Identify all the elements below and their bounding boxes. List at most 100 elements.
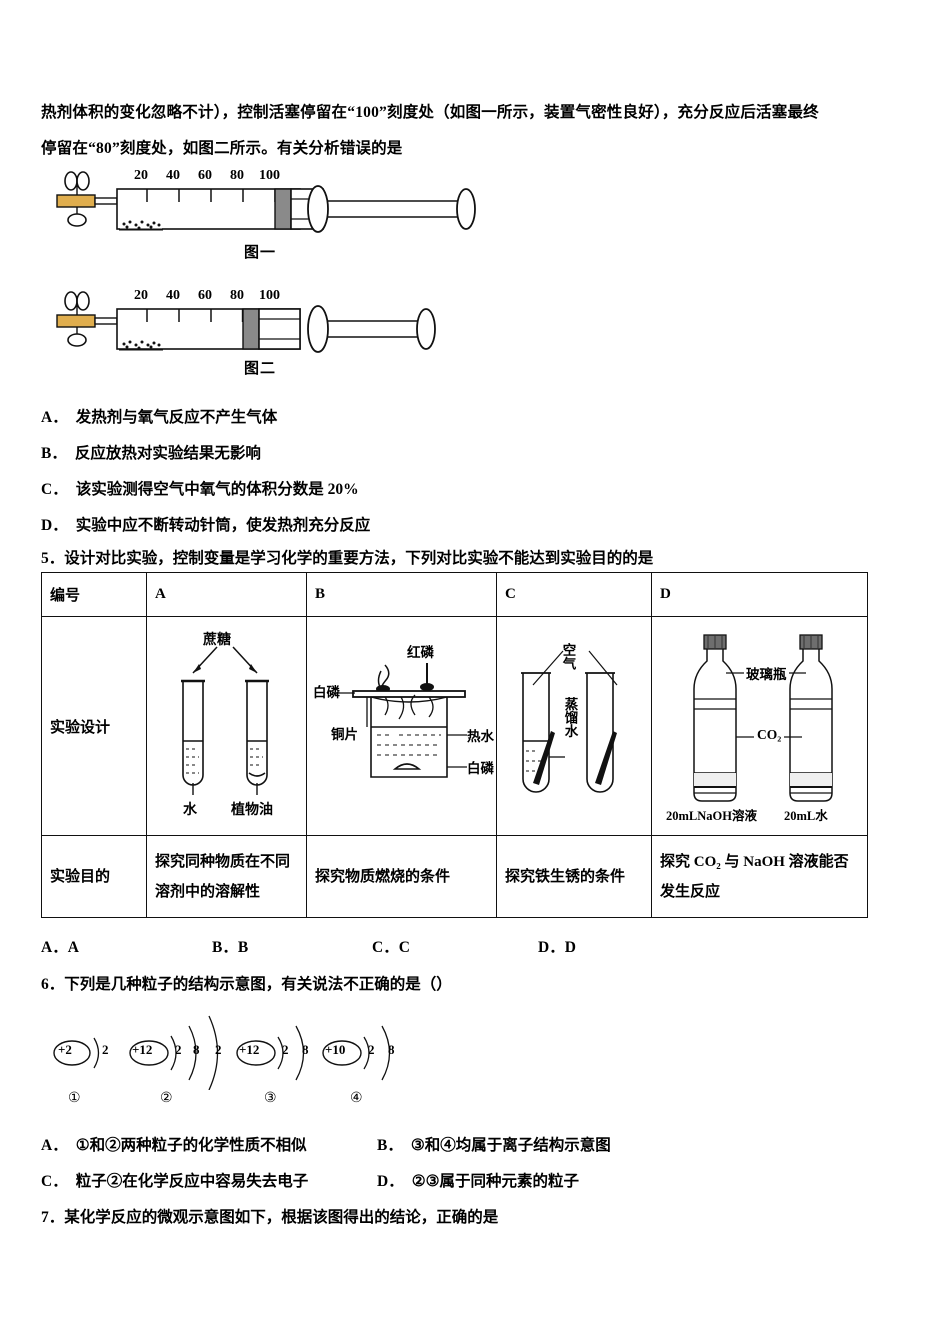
bottle-naoh bbox=[693, 634, 737, 802]
table-header-cell-d: D bbox=[651, 572, 868, 617]
particle-2-shell-3: 2 bbox=[215, 1042, 222, 1057]
label-copper-sheet: 铜片 bbox=[331, 727, 358, 742]
particle-diagram-3: +12 2 8 bbox=[232, 1016, 328, 1086]
clamp-icon bbox=[56, 171, 96, 227]
purpose-cell-d: 探究 CO₂ 与 NaOH 溶液能否发生反应 bbox=[651, 835, 868, 918]
q5-option-a-label: A． bbox=[41, 939, 68, 956]
q5-option-d: D．D bbox=[538, 935, 576, 957]
test-tube-dry bbox=[585, 672, 617, 793]
label-vegetable-oil: 植物油 bbox=[231, 803, 273, 818]
fig1-tick-20: 20 bbox=[134, 168, 148, 183]
purpose-row-label: 实验目的 bbox=[41, 835, 147, 918]
particle-3-index: ③ bbox=[264, 1091, 277, 1106]
q6-option-a-label: A． bbox=[41, 1137, 68, 1154]
q4-option-d-label: D． bbox=[41, 517, 68, 534]
lead-paragraph-line2: 停留在“80”刻度处，如图二所示。有关分析错误的是 bbox=[41, 140, 403, 157]
q6-option-b-label: B． bbox=[377, 1137, 403, 1154]
particle-4-index: ④ bbox=[350, 1091, 363, 1106]
design-cell-b: 红磷 白磷 铜片 热水 白磷 bbox=[306, 616, 497, 836]
q6-option-c-label: C． bbox=[41, 1173, 68, 1190]
clamp-icon bbox=[56, 291, 96, 347]
table-purpose-row: 实验目的 探究同种物质在不同溶剂中的溶解性 探究物质燃烧的条件 探究铁生锈的条件… bbox=[41, 835, 868, 918]
particle-2-shell-2: 8 bbox=[193, 1042, 200, 1057]
particle-1-nucleus: +2 bbox=[58, 1042, 72, 1057]
label-white-phosphorus-top: 白磷 bbox=[313, 685, 340, 700]
q5-option-b-text: B bbox=[237, 939, 249, 956]
q5-option-b-label: B． bbox=[212, 939, 238, 956]
table-header-cell-b: B bbox=[306, 572, 497, 617]
particle-4-shell-1: 2 bbox=[368, 1042, 375, 1057]
q6-option-c: C． 粒子②在化学反应中容易失去电子 bbox=[41, 1169, 308, 1191]
q6-option-b: B． ③和④均属于离子结构示意图 bbox=[377, 1133, 611, 1155]
lead-paragraph-line1: 热剂体积的变化忽略不计），控制活塞停留在“100”刻度处（如图一所示，装置气密性… bbox=[41, 104, 819, 121]
design-cell-d: 玻璃瓶 CO₂ 20mLNaOH溶液 20mL水 bbox=[651, 616, 868, 836]
label-air: 空气 bbox=[560, 643, 576, 670]
fig1-tick-100: 100 bbox=[259, 168, 280, 183]
comparison-experiment-table: 编号 A B C D 实验设计 bbox=[41, 572, 868, 918]
q4-option-c-label: C． bbox=[41, 481, 68, 498]
particle-diagram-1: +2 2 bbox=[48, 1022, 128, 1084]
q5-option-d-label: D． bbox=[538, 939, 565, 956]
table-header-cell-c: C bbox=[496, 572, 652, 617]
q6-stem: 6．下列是几种粒子的结构示意图，有关说法不正确的是（） bbox=[41, 976, 452, 993]
q4-option-c-text: 该实验测得空气中氧气的体积分数是 20% bbox=[75, 481, 359, 498]
particle-diagram-4: +10 2 8 bbox=[318, 1016, 414, 1086]
fig1-tick-40: 40 bbox=[166, 168, 180, 183]
label-20ml-water: 20mL水 bbox=[784, 809, 828, 823]
q5-option-c-text: C bbox=[398, 939, 410, 956]
q5-option-c-label: C． bbox=[372, 939, 399, 956]
table-header-row: 编号 A B C D bbox=[41, 572, 868, 617]
label-water: 水 bbox=[183, 803, 197, 818]
label-white-phosphorus-bottom: 白磷 bbox=[467, 761, 494, 776]
q4-option-b-text: 反应放热对实验结果无影响 bbox=[74, 445, 261, 462]
figure-one-caption: 图一 bbox=[244, 245, 277, 261]
q4-option-b: B． 反应放热对实验结果无影响 bbox=[41, 441, 261, 463]
q6-option-a-text: ①和②两种粒子的化学性质不相似 bbox=[75, 1137, 307, 1154]
fig2-tick-60: 60 bbox=[198, 288, 212, 303]
label-co2: CO₂ bbox=[754, 727, 785, 743]
fig2-tick-40: 40 bbox=[166, 288, 180, 303]
q6-option-b-text: ③和④均属于离子结构示意图 bbox=[410, 1137, 611, 1154]
test-tube-with-water bbox=[521, 672, 555, 793]
fig2-tick-80: 80 bbox=[230, 288, 244, 303]
table-design-row: 实验设计 bbox=[41, 616, 868, 836]
particle-2-nucleus: +12 bbox=[132, 1042, 153, 1057]
particle-1-index: ① bbox=[68, 1091, 81, 1106]
figure-two-scale-labels: 20 40 60 80 100 bbox=[52, 288, 502, 310]
figure-one-scale-labels: 20 40 60 80 100 bbox=[52, 168, 502, 190]
figure-two-syringe bbox=[52, 288, 502, 360]
label-distilled-water: 蒸馏水 bbox=[562, 697, 578, 738]
particle-2-shell-1: 2 bbox=[175, 1042, 182, 1057]
test-tube-water bbox=[181, 679, 205, 795]
table-header-cell-a: A bbox=[146, 572, 307, 617]
q4-option-c: C． 该实验测得空气中氧气的体积分数是 20% bbox=[41, 477, 359, 499]
test-tube-vegetable-oil bbox=[245, 679, 269, 795]
particle-4-shell-2: 8 bbox=[388, 1042, 395, 1057]
heating-agent-powder bbox=[119, 220, 163, 231]
fig1-tick-60: 60 bbox=[198, 168, 212, 183]
design-row-label: 实验设计 bbox=[41, 616, 147, 836]
heating-agent-powder bbox=[119, 340, 163, 351]
q6-option-d: D．②③属于同种元素的粒子 bbox=[377, 1169, 579, 1191]
purpose-cell-a: 探究同种物质在不同溶剂中的溶解性 bbox=[146, 835, 307, 918]
q6-option-c-text: 粒子②在化学反应中容易失去电子 bbox=[75, 1173, 309, 1190]
q5-option-a-text: A bbox=[67, 939, 79, 956]
bottle-water bbox=[789, 634, 833, 802]
design-cell-c: 空气 蒸馏水 bbox=[496, 616, 652, 836]
q4-option-d: D．实验中应不断转动针筒，使发热剂充分反应 bbox=[41, 513, 370, 535]
figure-one-syringe bbox=[52, 168, 502, 240]
table-header-cell-id: 编号 bbox=[41, 572, 147, 617]
fig2-tick-20: 20 bbox=[134, 288, 148, 303]
q4-option-b-label: B． bbox=[41, 445, 67, 462]
fig2-tick-100: 100 bbox=[259, 288, 280, 303]
purpose-cell-c: 探究铁生锈的条件 bbox=[496, 835, 652, 918]
particle-3-nucleus: +12 bbox=[239, 1042, 260, 1057]
q5-option-c: C．C bbox=[372, 935, 410, 957]
particle-1-shell-1: 2 bbox=[102, 1042, 109, 1057]
label-naoh-solution: 20mLNaOH溶液 bbox=[666, 809, 757, 823]
design-cell-a: 蔗糖 水 植物油 bbox=[146, 616, 307, 836]
particle-4-nucleus: +10 bbox=[325, 1042, 346, 1057]
q5-option-a: A．A bbox=[41, 935, 79, 957]
particle-2-index: ② bbox=[160, 1091, 173, 1106]
